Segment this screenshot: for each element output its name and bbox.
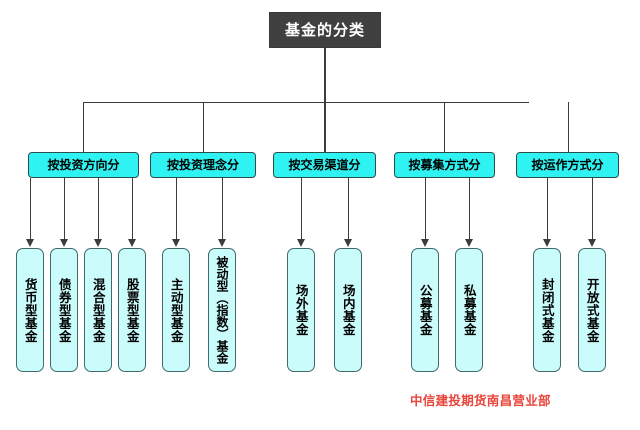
connector-cat1-to-leaf1 [30,178,32,240]
leaf-box-5-1[interactable]: 封闭式基金 [533,248,561,372]
connector-cat4-to-leaf2 [469,178,471,240]
connector-cat3-to-leaf1 [301,178,303,240]
arrowhead-cat5-leaf2 [588,239,597,247]
leaf-box-2-2[interactable]: 被动型（指数）基金 [208,248,236,372]
leaf-label-3-2: 场内基金 [340,284,356,336]
leaf-box-3-2[interactable]: 场内基金 [334,248,362,372]
leaf-label-1-4: 股票型基金 [124,277,140,343]
leaf-label-2-1: 主动型基金 [168,277,184,343]
leaf-box-5-2[interactable]: 开放式基金 [578,248,606,372]
leaf-box-1-1[interactable]: 货币型基金 [16,248,44,372]
category-label-2: 按投资理念分 [166,158,239,172]
arrowhead-cat3-leaf2 [344,239,353,247]
leaf-label-4-2: 私募基金 [461,284,477,336]
connector-bus-to-category-3 [324,101,326,153]
leaf-label-1-2: 债券型基金 [56,277,72,343]
connector-cat4-to-leaf1 [425,178,427,240]
leaf-box-1-4[interactable]: 股票型基金 [118,248,146,372]
arrowhead-cat2-leaf1 [172,239,181,247]
category-label-4: 按募集方式分 [408,158,481,172]
connector-cat3-to-leaf2 [348,178,350,240]
arrowhead-cat5-leaf1 [543,239,552,247]
leaf-box-3-1[interactable]: 场外基金 [287,248,315,372]
category-box-5[interactable]: 按运作方式分 [516,152,619,178]
connector-bus-to-category-5 [567,101,569,153]
leaf-label-3-1: 场外基金 [293,284,309,336]
leaf-box-2-1[interactable]: 主动型基金 [162,248,190,372]
leaf-box-1-3[interactable]: 混合型基金 [84,248,112,372]
arrowhead-cat1-leaf3 [94,239,103,247]
connector-horizontal-bus [83,101,529,103]
leaf-label-2-2: 被动型（指数）基金 [215,256,229,364]
leaf-box-4-1[interactable]: 公募基金 [411,248,439,372]
footer-watermark: 中信建投期货南昌营业部 [410,393,551,408]
connector-cat5-to-leaf1 [547,178,549,240]
category-box-2[interactable]: 按投资理念分 [150,152,256,178]
arrowhead-cat4-leaf1 [421,239,430,247]
category-label-5: 按运作方式分 [531,158,604,172]
connector-bus-to-category-4 [444,101,446,153]
leaf-label-1-1: 货币型基金 [22,277,38,343]
category-label-3: 按交易渠道分 [288,158,361,172]
category-box-3[interactable]: 按交易渠道分 [273,152,376,178]
arrowhead-cat1-leaf1 [26,239,35,247]
connector-cat1-to-leaf2 [64,178,66,240]
connector-bus-to-category-2 [203,101,205,153]
category-label-1: 按投资方向分 [47,158,120,172]
connector-cat1-to-leaf4 [132,178,134,240]
leaf-label-5-2: 开放式基金 [584,277,600,343]
arrowhead-cat1-leaf2 [60,239,69,247]
connector-cat1-to-leaf3 [98,178,100,240]
arrowhead-cat1-leaf4 [128,239,137,247]
category-box-1[interactable]: 按投资方向分 [28,152,139,178]
root-node-label: 基金的分类 [284,20,365,39]
connector-bus-to-category-1 [83,101,85,153]
connector-cat5-to-leaf2 [592,178,594,240]
leaf-label-4-1: 公募基金 [417,284,433,336]
arrowhead-cat4-leaf2 [465,239,474,247]
connector-cat2-to-leaf1 [176,178,178,240]
arrowhead-cat2-leaf2 [218,239,227,247]
leaf-label-1-3: 混合型基金 [90,277,106,343]
connector-cat2-to-leaf2 [222,178,224,240]
leaf-box-4-2[interactable]: 私募基金 [455,248,483,372]
category-box-4[interactable]: 按募集方式分 [394,152,495,178]
leaf-box-1-2[interactable]: 债券型基金 [50,248,78,372]
arrowhead-cat3-leaf1 [297,239,306,247]
root-node-fund-classification[interactable]: 基金的分类 [269,12,381,48]
connector-root-stem [324,48,326,102]
leaf-label-5-1: 封闭式基金 [539,277,555,343]
